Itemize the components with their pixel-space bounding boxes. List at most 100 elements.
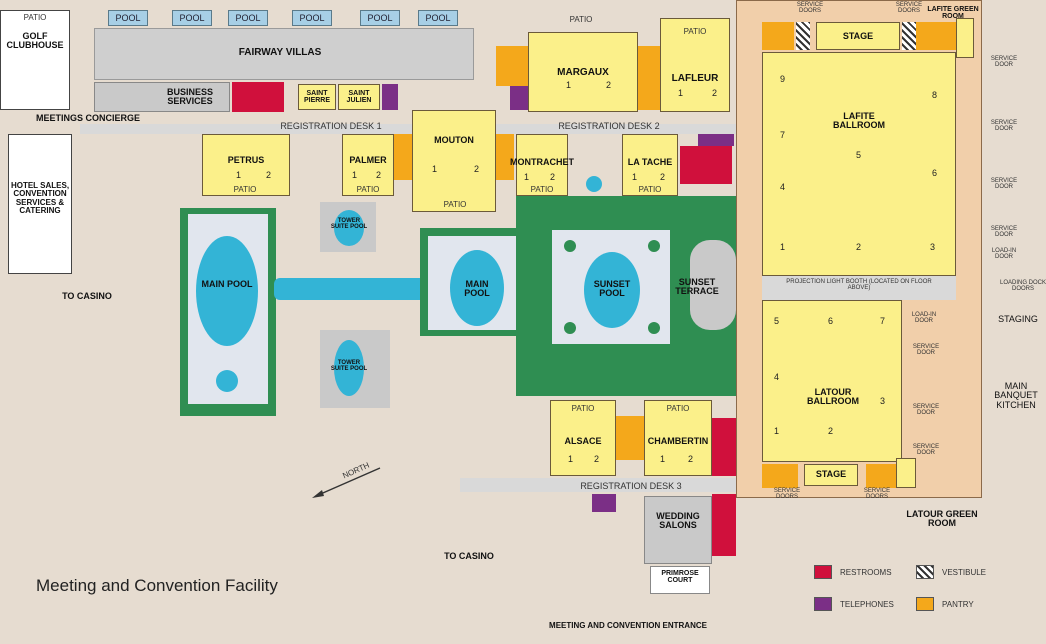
lafite-7: 7 <box>780 130 786 140</box>
lafite-ballroom[interactable] <box>762 52 956 276</box>
main-pool-left[interactable] <box>196 236 258 346</box>
latour-2: 2 <box>828 426 834 436</box>
golf-clubhouse[interactable] <box>0 10 70 110</box>
service-doors-top-right[interactable]: SERVICE DOORS <box>895 2 923 14</box>
latour-stage[interactable] <box>804 464 858 486</box>
reg-desk-1-label[interactable]: REGISTRATION DESK 1 <box>280 121 382 131</box>
margaux-label: MARGAUX <box>557 67 609 78</box>
latour-stage-label: STAGE <box>815 469 847 479</box>
petrus-room[interactable] <box>202 134 290 196</box>
service-door-1[interactable]: SERVICE DOOR <box>990 56 1018 68</box>
latour-1: 1 <box>774 426 780 436</box>
wedding-salons[interactable] <box>644 496 712 564</box>
mouton-room[interactable] <box>412 110 496 212</box>
pantry-stage-right <box>916 22 956 50</box>
legend-vestibule: VESTIBULE <box>942 568 987 577</box>
restroom-wedding <box>712 494 736 556</box>
golf-clubhouse-label: GOLF CLUBHOUSE <box>6 31 64 51</box>
lafite-2: 2 <box>856 242 862 252</box>
restroom-business <box>232 82 284 112</box>
lafite-4: 4 <box>780 182 786 192</box>
reg-desk-3-label[interactable]: REGISTRATION DESK 3 <box>580 481 682 491</box>
main-pool-right[interactable] <box>450 250 504 326</box>
fountain <box>586 176 602 192</box>
saint-pierre-room[interactable] <box>298 84 336 110</box>
margaux-room[interactable] <box>528 32 638 112</box>
service-doors-top-left[interactable]: SERVICE DOORS <box>796 2 824 14</box>
chambertin-1: 1 <box>660 454 666 464</box>
tree-1 <box>564 240 576 252</box>
latour-green-room-label: LATOUR GREEN ROOM <box>906 509 978 529</box>
latour-ballroom[interactable] <box>762 300 902 462</box>
tree-2 <box>648 240 660 252</box>
pantry-palmer <box>394 134 412 180</box>
sunset-terrace-label: SUNSET TERRACE <box>675 277 719 297</box>
pantry-mouton <box>496 134 514 180</box>
service-door-4[interactable]: SERVICE DOOR <box>990 226 1018 238</box>
petrus-2: 2 <box>266 170 272 180</box>
north-arrow-icon <box>312 467 381 498</box>
tower-suite-pool-bottom[interactable] <box>334 340 364 396</box>
lafleur-1: 1 <box>678 88 684 98</box>
saint-julien-room[interactable] <box>338 84 380 110</box>
lafite-green-room[interactable] <box>956 18 974 58</box>
pantry-alsace <box>616 416 644 460</box>
alsace-room[interactable] <box>550 400 616 476</box>
service-door-6[interactable]: SERVICE DOOR <box>912 404 940 416</box>
load-in-door-2[interactable]: LOAD-IN DOOR <box>911 312 937 324</box>
latour-4: 4 <box>774 372 780 382</box>
service-door-3[interactable]: SERVICE DOOR <box>990 178 1018 190</box>
lafite-3: 3 <box>930 242 936 252</box>
business-services[interactable] <box>94 82 230 112</box>
restroom-la-tache <box>680 146 732 184</box>
latour-ballroom-label: LATOUR BALLROOM <box>807 387 859 407</box>
saint-pierre-label: SAINT PIERRE <box>303 90 331 105</box>
reg-desk-2-label[interactable]: REGISTRATION DESK 2 <box>558 121 660 131</box>
primrose-court[interactable] <box>650 566 710 594</box>
montrachet-1: 1 <box>524 172 530 182</box>
latour-3: 3 <box>880 396 886 406</box>
meeting-entrance-label[interactable]: MEETING AND CONVENTION ENTRANCE <box>549 621 707 630</box>
chambertin-2: 2 <box>688 454 694 464</box>
spa-left <box>216 370 238 392</box>
to-casino-bottom-label: TO CASINO <box>444 551 494 561</box>
montrachet-room[interactable] <box>516 134 568 196</box>
tower-suite-pool-top[interactable] <box>334 210 364 246</box>
clubhouse-patio-label: PATIO <box>23 13 47 22</box>
vestibule-left <box>796 22 810 50</box>
lafite-8: 8 <box>932 90 938 100</box>
montrachet-label: MONTRACHET <box>510 157 574 167</box>
villa-pool-4: POOL <box>292 10 332 26</box>
service-doors-bottom-left[interactable]: SERVICE DOORS <box>773 488 801 500</box>
service-door-7[interactable]: SERVICE DOOR <box>912 444 940 456</box>
mouton-1: 1 <box>432 164 438 174</box>
lafleur-patio-label: PATIO <box>683 27 707 36</box>
sunset-pool[interactable] <box>584 252 640 328</box>
petrus-1: 1 <box>236 170 242 180</box>
lafleur-room[interactable] <box>660 18 730 112</box>
alsace-2: 2 <box>594 454 600 464</box>
chambertin-room[interactable] <box>644 400 712 476</box>
projection-booth-label: PROJECTION LIGHT BOOTH (LOCATED ON FLOOR… <box>786 279 932 291</box>
lafite-1: 1 <box>780 242 786 252</box>
load-in-door-1[interactable]: LOAD-IN DOOR <box>991 248 1017 260</box>
service-door-5[interactable]: SERVICE DOOR <box>912 344 940 356</box>
legend-restroom-swatch <box>814 565 832 579</box>
fairway-villas[interactable] <box>94 28 474 80</box>
hotel-sales-office[interactable] <box>8 134 72 274</box>
palmer-room[interactable] <box>342 134 394 196</box>
petrus-label: PETRUS <box>227 155 265 165</box>
service-doors-bottom-right[interactable]: SERVICE DOORS <box>863 488 891 500</box>
palmer-1: 1 <box>352 170 358 180</box>
petrus-patio-label: PATIO <box>233 185 257 194</box>
lafite-stage[interactable] <box>816 22 900 50</box>
loading-dock-doors[interactable]: LOADING DOCK DOORS <box>1000 280 1046 292</box>
sunset-terrace[interactable] <box>690 240 736 330</box>
palmer-2: 2 <box>376 170 382 180</box>
service-door-2[interactable]: SERVICE DOOR <box>990 120 1018 132</box>
legend-vestibule-swatch <box>916 565 934 579</box>
la-tache-room[interactable] <box>622 134 678 196</box>
mouton-label: MOUTON <box>434 135 474 145</box>
latour-green-room[interactable] <box>896 458 916 488</box>
pool-channel <box>274 278 460 300</box>
